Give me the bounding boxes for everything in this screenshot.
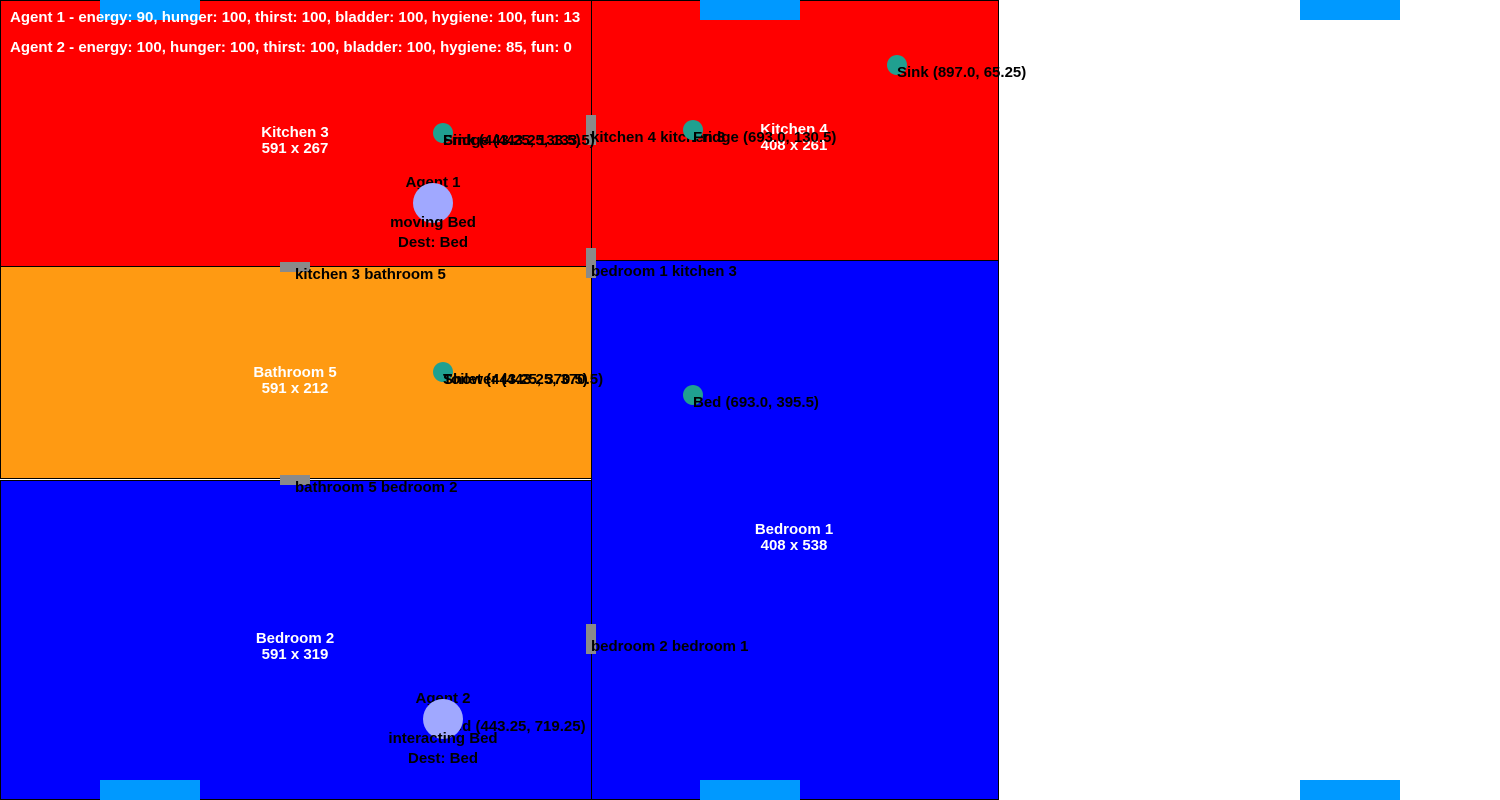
window	[700, 780, 800, 800]
door-kitchen-3-bathroom-5[interactable]	[280, 262, 310, 272]
bed-object[interactable]	[683, 385, 703, 405]
room-name: Bathroom 5	[253, 364, 337, 381]
room-size: 408 x 261	[760, 137, 828, 154]
room-label-kitchen-4: Kitchen 4 408 x 261	[694, 122, 894, 154]
room-size: 591 x 212	[261, 380, 329, 397]
object-label: Shower (443.25, 370.5)	[443, 371, 604, 388]
shower-object[interactable]	[433, 362, 453, 382]
window	[100, 780, 200, 800]
object-label: Bed (693.0, 395.5)	[693, 394, 819, 411]
door-bathroom-5-bedroom-2[interactable]	[280, 475, 310, 485]
agent-action: moving Bed	[390, 214, 476, 231]
room-name: Bedroom 2	[255, 630, 335, 647]
room-size: 408 x 538	[760, 537, 828, 554]
agent-2[interactable]	[423, 699, 463, 739]
agent-1[interactable]	[413, 183, 453, 223]
room-name: Kitchen 3	[261, 124, 329, 141]
room-size: 591 x 319	[261, 646, 329, 663]
room-label-bedroom-2: Bedroom 2 591 x 319	[195, 631, 395, 663]
agent-name: Agent 2	[415, 690, 471, 707]
room-kitchen-3	[0, 0, 592, 267]
room-label-bathroom-5: Bathroom 5 591 x 212	[195, 365, 395, 397]
object-label: Bed (443.25, 719.25)	[443, 718, 586, 735]
window	[1300, 780, 1400, 800]
door-kitchen-3-kitchen-4[interactable]	[586, 115, 596, 145]
object-label: Sink (443.25, 133.5)	[443, 132, 581, 149]
sink-object[interactable]	[887, 55, 907, 75]
agent-2-status: Agent 2 - energy: 100, hunger: 100, thir…	[10, 39, 572, 56]
door-label: kitchen 3 bathroom 5	[295, 266, 446, 283]
window	[1300, 0, 1400, 20]
sink-object[interactable]	[433, 123, 453, 143]
window	[700, 0, 800, 20]
agent-1-status: Agent 1 - energy: 90, hunger: 100, thirs…	[10, 9, 581, 26]
door-label: bathroom 5 bedroom 2	[295, 479, 458, 496]
agent-name: Agent 1	[405, 174, 461, 191]
fridge-object[interactable]	[683, 120, 703, 140]
room-kitchen-4	[591, 0, 999, 261]
room-label-bedroom-1: Bedroom 1 408 x 538	[694, 522, 894, 554]
door-label: bedroom 2 bedroom 1	[591, 638, 749, 655]
room-label-kitchen-3: Kitchen 3 591 x 267	[195, 125, 395, 157]
door-label: bedroom 1 kitchen 3	[591, 263, 737, 280]
object-label: Fridge (693.0, 130.5)	[693, 129, 837, 146]
agent-destination: Dest: Bed	[407, 750, 478, 767]
room-name: Bedroom 1	[754, 521, 834, 538]
room-size: 591 x 267	[261, 140, 329, 157]
agent-destination: Dest: Bed	[397, 234, 468, 251]
room-bedroom-1	[591, 260, 999, 800]
object-label: Fridge (443.25, 133.5)	[443, 132, 595, 149]
window	[100, 0, 200, 20]
room-bedroom-2	[0, 480, 592, 800]
door-bedroom-2-bedroom-1[interactable]	[586, 624, 596, 654]
room-name: Kitchen 4	[760, 121, 828, 138]
door-bedroom-1-kitchen-3[interactable]	[586, 248, 596, 278]
object-label: Toilet (443.25, 370.5)	[443, 371, 588, 388]
object-label: Sink (897.0, 65.25)	[897, 64, 1027, 81]
agent-action: interacting Bed	[388, 730, 498, 747]
